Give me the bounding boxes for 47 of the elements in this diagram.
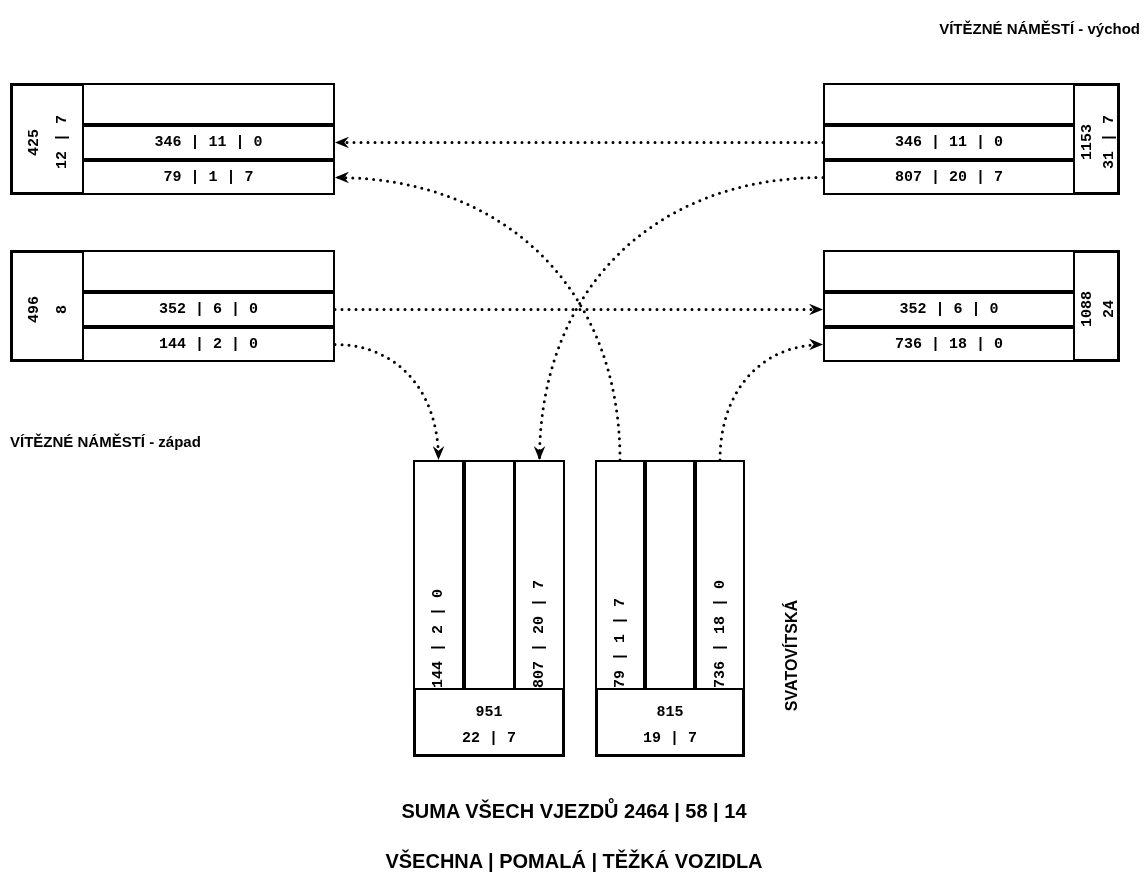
count-row: 79 | 1 | 7 bbox=[82, 160, 335, 195]
empty-row bbox=[82, 250, 335, 292]
total-count: 19 | 7 bbox=[642, 731, 698, 747]
count-table bbox=[595, 460, 745, 757]
count-row: 736 | 18 | 0 bbox=[695, 460, 745, 690]
empty-row bbox=[464, 460, 515, 690]
count-row: 144 | 2 | 0 bbox=[82, 327, 335, 362]
street-label: SVATOVÍTSKÁ bbox=[783, 600, 801, 712]
total-summary: SUMA VŠECH VJEZDŮ 2464 | 58 | 14 bbox=[400, 800, 748, 823]
total-count: 31 | 7 bbox=[1102, 114, 1118, 171]
total-count: 496 bbox=[27, 294, 43, 325]
count-row: 346 | 11 | 0 bbox=[823, 125, 1075, 160]
count-table bbox=[413, 460, 565, 757]
dotted-arrow bbox=[333, 136, 825, 149]
empty-row bbox=[82, 83, 335, 125]
count-table bbox=[823, 250, 1120, 362]
count-row: 807 | 20 | 7 bbox=[823, 160, 1075, 195]
total-count: 22 | 7 bbox=[461, 731, 517, 747]
dotted-arrow bbox=[333, 303, 825, 316]
dotted-arrow bbox=[718, 339, 825, 462]
count-row: 352 | 6 | 0 bbox=[823, 292, 1075, 327]
dotted-arrow bbox=[333, 172, 622, 462]
empty-row bbox=[823, 83, 1075, 125]
count-row: 346 | 11 | 0 bbox=[82, 125, 335, 160]
count-row: 352 | 6 | 0 bbox=[82, 292, 335, 327]
total-count: 8 bbox=[55, 303, 71, 316]
total-count: 12 | 7 bbox=[55, 114, 71, 171]
dotted-arrow bbox=[534, 176, 825, 462]
total-count: 425 bbox=[27, 127, 43, 158]
empty-row bbox=[823, 250, 1075, 292]
total-count: 951 bbox=[474, 705, 504, 721]
street-label: VÍTĚZNÉ NÁMĚSTÍ - východ bbox=[939, 20, 1140, 37]
count-row: 736 | 18 | 0 bbox=[823, 327, 1075, 362]
count-row: 807 | 20 | 7 bbox=[514, 460, 565, 690]
dotted-arrow bbox=[333, 343, 444, 462]
count-table bbox=[823, 83, 1120, 195]
total-count: 815 bbox=[655, 705, 685, 721]
total-count: 1088 bbox=[1080, 290, 1096, 329]
total-count: 1153 bbox=[1080, 123, 1096, 162]
count-table bbox=[10, 83, 335, 195]
column-legend: VŠECHNA | POMALÁ | TĚŽKÁ VOZIDLA bbox=[0, 850, 1148, 873]
count-row: 144 | 2 | 0 bbox=[413, 460, 464, 690]
street-label: VÍTĚZNÉ NÁMĚSTÍ - západ bbox=[10, 433, 201, 450]
total-count: 24 bbox=[1102, 299, 1118, 320]
empty-row bbox=[645, 460, 695, 690]
count-table bbox=[10, 250, 335, 362]
count-row: 79 | 1 | 7 bbox=[595, 460, 645, 690]
